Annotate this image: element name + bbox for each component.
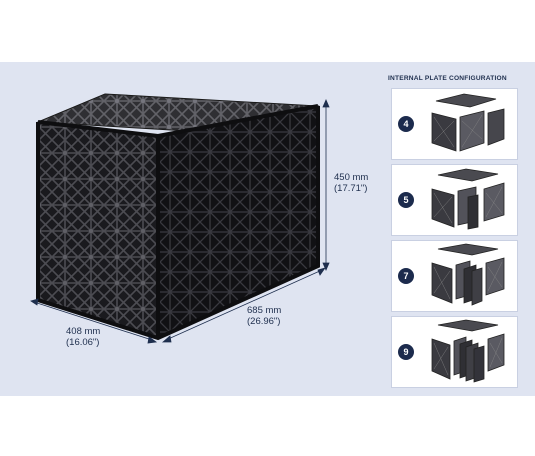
crate-illustration — [30, 93, 330, 344]
config-title: INTERNAL PLATE CONFIGURATION — [388, 75, 507, 82]
config-card-4: 4 — [391, 88, 518, 160]
exploded-crate-7-icon — [431, 243, 505, 306]
config-card-5: 5 — [391, 164, 518, 236]
plate-count-badge: 4 — [398, 116, 414, 132]
config-card-7: 7 — [391, 240, 518, 312]
plate-count-badge: 9 — [398, 344, 414, 360]
exploded-crate-4-icon — [431, 93, 505, 152]
length-label: 685 mm (26.96") — [247, 305, 281, 327]
plate-count-badge: 7 — [398, 268, 414, 284]
config-card-9: 9 — [391, 316, 518, 388]
exploded-crate-9-icon — [431, 319, 505, 383]
width-mm: 408 mm — [66, 326, 101, 337]
plate-count-badge: 5 — [398, 192, 414, 208]
width-in: (16.06") — [66, 337, 100, 348]
height-mm: 450 mm — [334, 172, 369, 183]
length-in: (26.96") — [247, 316, 281, 327]
height-label: 450 mm (17.71") — [334, 172, 368, 194]
height-in: (17.71") — [334, 183, 368, 194]
exploded-crate-5-icon — [431, 168, 505, 230]
width-label: 408 mm (16.06") — [66, 326, 100, 348]
length-mm: 685 mm — [247, 305, 282, 316]
